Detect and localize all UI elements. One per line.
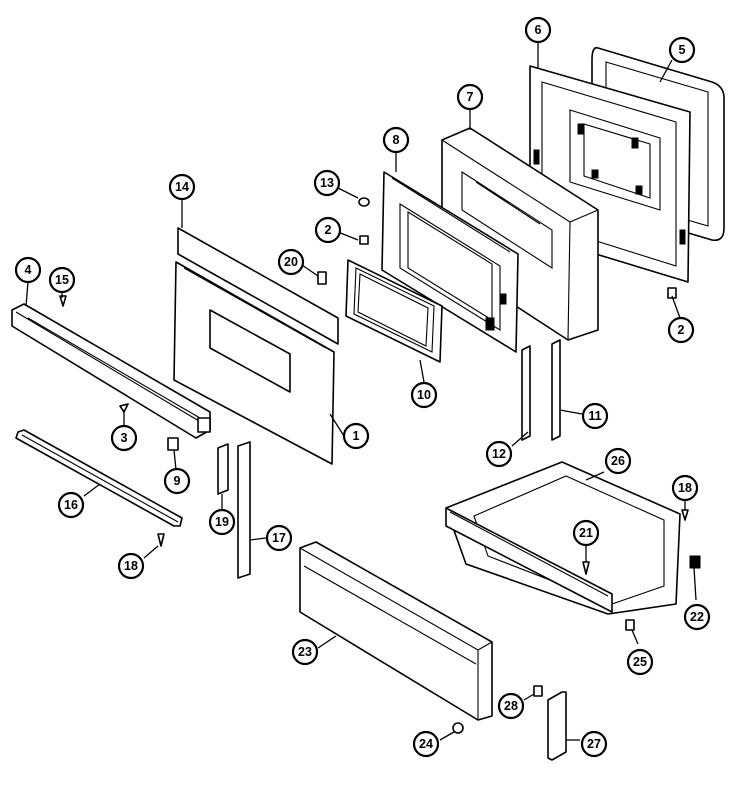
callout-14: 14 bbox=[168, 173, 196, 201]
svg-text:7: 7 bbox=[467, 90, 474, 104]
svg-text:12: 12 bbox=[492, 447, 506, 461]
callout-24: 24 bbox=[412, 730, 440, 758]
svg-text:8: 8 bbox=[393, 133, 400, 147]
callout-10: 10 bbox=[410, 381, 438, 409]
svg-text:13: 13 bbox=[320, 176, 334, 190]
part-18-screw-a bbox=[157, 533, 165, 547]
part-11-channel bbox=[551, 339, 561, 441]
svg-text:22: 22 bbox=[690, 610, 704, 624]
callout-5: 5 bbox=[668, 36, 696, 64]
svg-text:17: 17 bbox=[272, 531, 286, 545]
leader-lines bbox=[25, 40, 697, 741]
svg-text:11: 11 bbox=[588, 409, 601, 423]
svg-text:18: 18 bbox=[124, 559, 138, 573]
callout-15: 15 bbox=[48, 266, 76, 294]
callout-23: 23 bbox=[291, 638, 319, 666]
callout-19: 19 bbox=[208, 508, 236, 536]
part-8-inner-panel bbox=[381, 171, 519, 353]
callout-3: 3 bbox=[110, 424, 138, 452]
svg-text:26: 26 bbox=[611, 454, 625, 468]
callout-2-upper: 2 bbox=[314, 216, 342, 244]
svg-text:27: 27 bbox=[587, 737, 601, 751]
callout-12: 12 bbox=[485, 440, 513, 468]
callout-8: 8 bbox=[382, 126, 410, 154]
callout-1: 1 bbox=[342, 422, 370, 450]
part-27-side-panel bbox=[547, 691, 567, 761]
svg-text:28: 28 bbox=[504, 699, 518, 713]
part-26-drawer bbox=[445, 461, 681, 615]
part-25-clip bbox=[625, 619, 635, 631]
callout-4: 4 bbox=[14, 256, 42, 284]
part-1-outer-door bbox=[173, 261, 335, 465]
svg-text:18: 18 bbox=[678, 481, 692, 495]
svg-text:25: 25 bbox=[633, 655, 647, 669]
callout-2-right: 2 bbox=[667, 316, 695, 344]
svg-text:6: 6 bbox=[535, 23, 542, 37]
svg-text:4: 4 bbox=[25, 263, 32, 277]
callout-27: 27 bbox=[580, 730, 608, 758]
svg-text:14: 14 bbox=[175, 180, 189, 194]
callout-18-left: 18 bbox=[117, 552, 145, 580]
part-28-clip bbox=[533, 685, 543, 697]
callout-16: 16 bbox=[57, 491, 85, 519]
part-20-clip bbox=[317, 271, 327, 285]
svg-text:19: 19 bbox=[215, 515, 229, 529]
svg-text:1: 1 bbox=[353, 429, 360, 443]
callout-13: 13 bbox=[313, 169, 341, 197]
svg-text:3: 3 bbox=[121, 431, 128, 445]
callout-22: 22 bbox=[683, 603, 711, 631]
part-15-screw bbox=[59, 295, 67, 307]
part-4-vent-trim bbox=[11, 303, 211, 439]
part-16-trim-strip bbox=[15, 429, 183, 527]
svg-text:9: 9 bbox=[174, 474, 181, 488]
part-23-drawer-front bbox=[299, 541, 493, 721]
svg-text:2: 2 bbox=[678, 323, 685, 337]
part-10-window-frame bbox=[345, 259, 443, 363]
part-9-clip bbox=[167, 437, 179, 451]
part-24-nut bbox=[452, 722, 464, 734]
part-19-strip bbox=[217, 443, 229, 495]
part-17-side-strip bbox=[237, 441, 251, 579]
part-12-channel bbox=[521, 345, 531, 441]
part-13-screw bbox=[358, 197, 370, 207]
svg-text:24: 24 bbox=[419, 737, 433, 751]
callout-25: 25 bbox=[626, 648, 654, 676]
callout-28: 28 bbox=[497, 692, 525, 720]
callout-20: 20 bbox=[277, 248, 305, 276]
svg-text:5: 5 bbox=[679, 43, 686, 57]
callout-11: 11 bbox=[581, 402, 609, 430]
svg-text:15: 15 bbox=[55, 273, 69, 287]
svg-text:2: 2 bbox=[325, 223, 332, 237]
part-14-door-top bbox=[177, 227, 339, 345]
callout-7: 7 bbox=[456, 83, 484, 111]
svg-text:21: 21 bbox=[579, 526, 593, 540]
callout-18-right: 18 bbox=[671, 474, 699, 502]
part-3-screw bbox=[119, 403, 129, 413]
callout-21: 21 bbox=[572, 519, 600, 547]
part-2-clip-b bbox=[667, 287, 677, 299]
callout-17: 17 bbox=[265, 524, 293, 552]
part-22-clip bbox=[689, 555, 701, 569]
part-2-clip-a bbox=[359, 235, 369, 245]
callout-9: 9 bbox=[163, 467, 191, 495]
svg-text:16: 16 bbox=[64, 498, 78, 512]
callout-26: 26 bbox=[604, 447, 632, 475]
callout-6: 6 bbox=[524, 16, 552, 44]
svg-text:23: 23 bbox=[298, 645, 312, 659]
part-18-screw-b bbox=[681, 509, 689, 521]
svg-text:10: 10 bbox=[417, 388, 431, 402]
svg-text:20: 20 bbox=[284, 255, 298, 269]
small-hardware bbox=[59, 197, 701, 734]
